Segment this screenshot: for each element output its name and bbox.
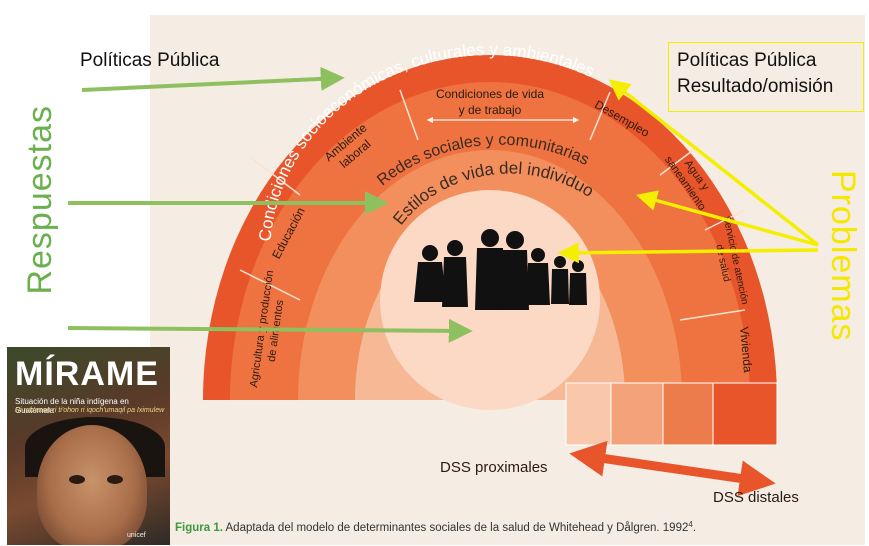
problemas-label: Problemas <box>824 170 862 342</box>
cover-eye-left <box>69 475 85 484</box>
sector-condiciones-2: y de trabajo <box>459 103 522 117</box>
cover-subtitle-2: Ri rub'anon ri ti'ohon ri iqoch'umaqil p… <box>15 407 165 414</box>
sector-dividers <box>239 89 746 321</box>
problemas-label-container: Problemas <box>822 170 862 360</box>
dss-proximales-label: DSS proximales <box>440 459 548 476</box>
dss-block-2 <box>610 382 664 446</box>
dss-block-4 <box>712 382 778 446</box>
arrow-problemas-to-inner <box>557 242 819 264</box>
dss-block-3 <box>662 382 714 446</box>
sector-vivienda: Vivienda <box>737 326 755 373</box>
cover-eye-right <box>107 475 123 484</box>
politicas-publica-right-box <box>668 42 864 112</box>
people-silhouette-icon <box>414 229 587 310</box>
politicas-publica-right-label: Políticas Pública <box>677 50 817 71</box>
cover-subtitle: Situación de la niña indígena en Guatema… <box>15 397 129 415</box>
arrow-problemas-to-middle <box>635 190 819 247</box>
respuestas-label: Respuestas <box>21 105 59 295</box>
cover-unicef-tag: unicef <box>127 532 146 539</box>
arrow-respuestas-to-inner <box>67 318 473 343</box>
figure-caption: Figura 1. Adaptada del modelo de determi… <box>175 520 696 535</box>
dss-double-arrow <box>569 440 776 497</box>
resultado-omision-label: Resultado/omisión <box>677 76 834 97</box>
respuestas-label-container: Respuestas <box>20 105 60 335</box>
dss-block-1 <box>565 382 612 446</box>
politicas-publica-left-label: Políticas Pública <box>80 50 220 71</box>
dss-distales-label: DSS distales <box>713 489 799 506</box>
sector-condiciones-1: Condiciones de vida <box>436 87 544 101</box>
arrow-politicas-to-outer <box>81 66 345 92</box>
arrow-problemas-to-outer <box>608 79 820 247</box>
mirame-cover-image: MÍRAME Situación de la niña indígena en … <box>7 347 170 545</box>
cover-face <box>37 425 147 545</box>
cover-title: MÍRAME <box>15 355 159 393</box>
